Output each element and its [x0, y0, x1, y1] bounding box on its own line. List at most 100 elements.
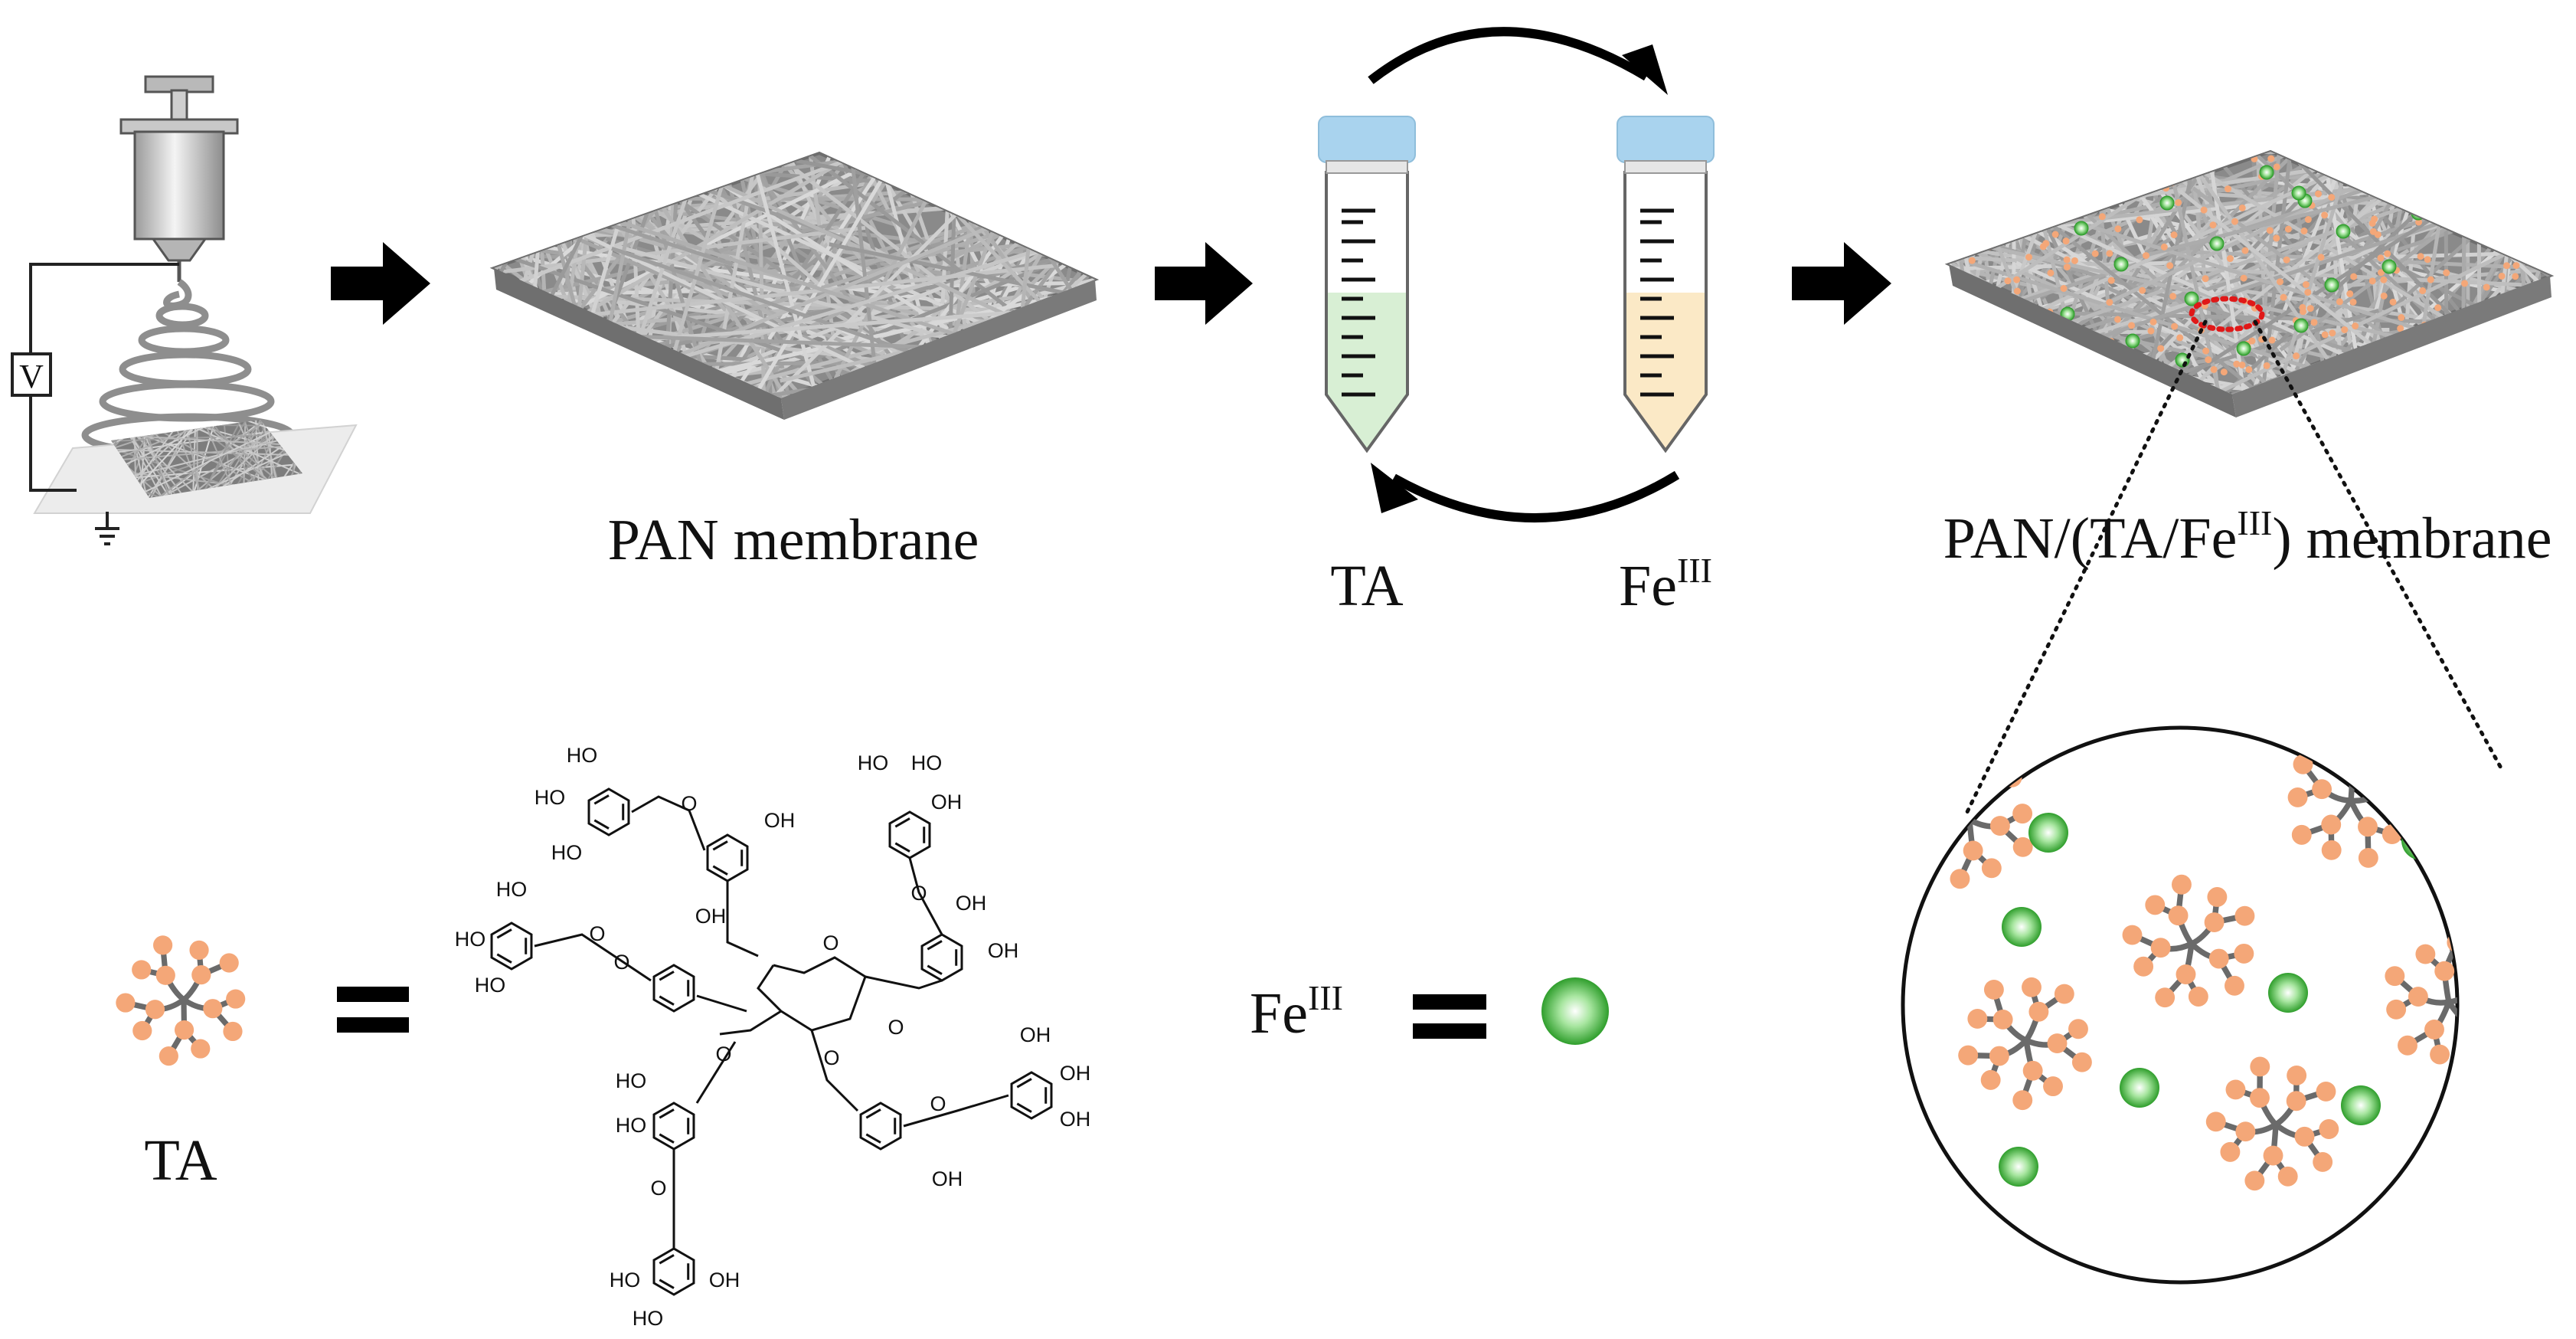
cycle-arrow-icon: [1391, 470, 1680, 522]
ta-coating-dot: [2063, 256, 2071, 264]
ta-coating-dot: [2496, 212, 2504, 220]
ta-coating-dot: [2538, 186, 2546, 194]
fe-ion: [2184, 291, 2199, 306]
fe-tube-label-sup: III: [1677, 551, 1712, 590]
ta-coating-dot: [2414, 372, 2422, 379]
ta-coating-dot: [2283, 256, 2290, 264]
fiber-strand: [2199, 152, 2474, 394]
ta-coating-dot: [2304, 289, 2312, 296]
benzene-ring: [888, 810, 931, 859]
ta-coating-dot: [2377, 269, 2385, 277]
ta-coating-dot: [1954, 195, 1962, 202]
fiber-strand: [648, 153, 1095, 398]
fe-ion: [2028, 813, 2068, 853]
fe-ion: [1999, 1147, 2038, 1187]
bond: [695, 1041, 737, 1104]
ta-coating-dot: [2378, 378, 2386, 385]
fiber-strand: [2519, 152, 2527, 394]
ta-coating-dot: [2241, 247, 2249, 254]
fiber-strand: [111, 420, 302, 498]
bond: [696, 994, 747, 1013]
ta-coating-dot: [1989, 192, 1996, 200]
ta-coating-dot: [2341, 326, 2349, 333]
benzene-ring: [652, 1102, 695, 1151]
ta-coating-dot: [2434, 304, 2442, 312]
ta-coating-dot: [2293, 352, 2300, 360]
ta-coating-dot: [2310, 319, 2318, 326]
ta-coating-dot: [2419, 287, 2427, 295]
graduation-marks: [1640, 208, 1674, 397]
fiber-strand: [1949, 152, 2550, 270]
ta-coating-dot: [2500, 198, 2508, 206]
chem-group-label: HO: [616, 1114, 647, 1137]
ta-coating-dot: [2284, 225, 2292, 233]
ta-coating-dot: [2117, 157, 2124, 165]
ta-coating-dot: [2022, 337, 2029, 345]
ta-coating-dot: [1991, 385, 1999, 392]
ta-coating-dot: [2166, 262, 2174, 270]
fiber-strand: [1976, 152, 2550, 394]
cycle-arrow-icon: [1368, 27, 1649, 84]
ta-coating-dot: [2479, 203, 2486, 211]
fiber-strand: [2009, 152, 2018, 394]
fe-ion: [2324, 277, 2339, 293]
bond: [719, 1010, 782, 1036]
fiber-strand: [2463, 152, 2550, 394]
ta-coating-dot: [2042, 154, 2050, 162]
ta-coating-dot: [1968, 257, 1976, 264]
ta-coating-dot: [2149, 318, 2157, 326]
fiber-strand: [2078, 152, 2341, 394]
fiber-strand: [2208, 152, 2550, 324]
ta-coating-dot: [2498, 272, 2506, 280]
ta-coating-dot: [2025, 254, 2033, 261]
fiber-strand: [111, 420, 302, 498]
fiber-strand: [1949, 152, 2064, 394]
fiber-strand: [2192, 186, 2533, 394]
ta-coating-dot: [1957, 354, 1965, 362]
fiber-strand: [591, 180, 1095, 398]
fiber-strand: [530, 153, 567, 398]
ta-coating-dot: [2544, 211, 2550, 218]
ta-coating-dot: [2483, 283, 2490, 291]
ta-coating-dot: [2233, 360, 2241, 368]
fiber-strand: [111, 420, 302, 498]
fiber-strand: [541, 153, 881, 398]
ta-coating-dot: [2202, 347, 2210, 355]
ta-coating-dot: [2346, 290, 2354, 298]
ta-coating-dot: [2263, 362, 2270, 369]
ta-coating-dot: [2038, 171, 2046, 178]
ta-coating-dot: [2532, 180, 2539, 188]
fiber-strand: [494, 153, 1087, 398]
ta-coating-dot: [2209, 221, 2217, 229]
ta-coating-dot: [2375, 380, 2382, 388]
ta-coating-dot: [2047, 269, 2055, 277]
ta-coating-dot: [2175, 154, 2182, 162]
ta-coating-dot: [2368, 219, 2376, 227]
fiber-strand: [1949, 152, 2550, 394]
chem-group-label: HO: [616, 1069, 647, 1092]
fiber-strand: [120, 420, 302, 498]
fiber-strand: [1949, 152, 2504, 394]
fe-legend-base: Fe: [1250, 981, 1308, 1046]
ta-coating-dot: [2226, 255, 2234, 263]
fiber-strand: [2464, 152, 2472, 394]
ta-coating-dot: [2017, 356, 2025, 364]
bond: [726, 881, 759, 958]
ta-coating-dot: [2102, 174, 2110, 182]
ta-coating-dot: [2512, 215, 2519, 223]
fiber-strand: [494, 220, 825, 250]
ta-coating-dot: [2019, 326, 2027, 333]
ta-coating-dot: [2345, 153, 2352, 161]
chemical-bonds: [490, 787, 1053, 1296]
fiber-strand: [912, 153, 1095, 398]
bond: [908, 857, 943, 935]
fiber-strand: [494, 153, 665, 398]
fiber-strand: [1949, 152, 2509, 394]
ta-coating-dot: [2310, 152, 2317, 158]
ta-coating-dot: [2192, 161, 2200, 169]
ta-coating-dot: [2053, 217, 2061, 224]
ta-coating-dot: [2369, 228, 2377, 235]
fiber-strand: [2125, 152, 2290, 394]
ta-coating-dot: [1954, 319, 1962, 326]
